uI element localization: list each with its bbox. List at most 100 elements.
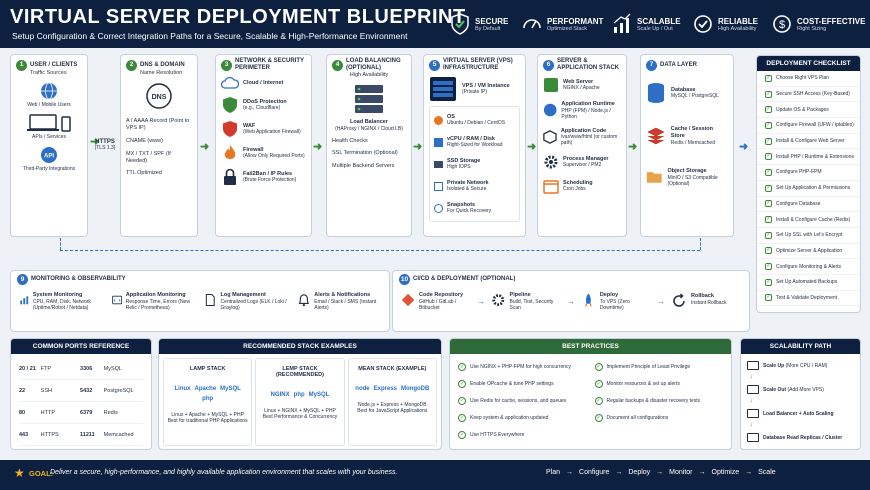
arrow-right-icon: ➜	[413, 141, 423, 153]
logo-mysql: MySQL	[308, 392, 330, 398]
dns-title: DNS & DOMAIN	[140, 61, 185, 68]
checkbox-icon: ✓	[765, 184, 772, 192]
svg-text:DNS: DNS	[152, 94, 167, 101]
server-step-icon	[747, 409, 759, 418]
arrow-right-icon: →	[615, 469, 623, 476]
checkbox-icon: ✓	[765, 278, 772, 286]
data-layer-title: DATA LAYER	[660, 61, 698, 68]
document-icon	[205, 294, 215, 306]
best-practice-item: ✓Use NGINX + PHP-FPM for high concurrenc…	[458, 362, 572, 371]
checklist-item: ✓Configure Database	[757, 197, 860, 213]
checkbox-icon: ✓	[765, 200, 772, 208]
logo-php: php	[293, 392, 305, 398]
checklist-item: ✓Update OS & Packages	[757, 102, 860, 119]
cloud-icon	[221, 76, 239, 89]
best-practice-item: ✓Keep system & application updated	[458, 413, 549, 422]
checkbox-icon: ✓	[765, 106, 772, 114]
feedback-connector	[60, 250, 700, 251]
logo-linux: Linux	[174, 386, 191, 392]
checklist-item: ✓Install PHP / Runtime & Extensions	[757, 149, 860, 166]
ssd-icon	[434, 160, 443, 168]
arrow-right-icon: ➜	[90, 136, 100, 148]
check-icon: ✓	[594, 362, 603, 371]
logo-nginx: NGINX	[270, 392, 290, 398]
arrow-right-icon: ➜	[313, 141, 323, 153]
logo-apache: Apache	[194, 386, 217, 392]
cicd-title: CI/CD & DEPLOYMENT (OPTIONAL)	[413, 276, 516, 283]
chart-icon	[20, 296, 29, 305]
snapshot-icon	[434, 203, 443, 213]
best-practice-item: ✓Regular backups & disaster recovery tes…	[594, 396, 701, 405]
server-step-icon	[747, 385, 759, 394]
os-icon	[434, 115, 443, 125]
git-icon	[401, 293, 415, 307]
scalability-step: Scale Up (More CPU / RAM)	[747, 357, 854, 374]
logo-express: Express	[373, 386, 397, 392]
check-icon: ✓	[458, 362, 466, 371]
api-cloud-icon: API	[41, 147, 57, 163]
network-security-title: NETWORK & SECURITY PERIMETER	[235, 58, 304, 71]
deployment-flow: Plan→Configure→Deploy→Monitor→Optimize→S…	[546, 469, 776, 476]
web-server-icon	[544, 78, 558, 92]
arrow-right-icon: ➜	[628, 141, 638, 153]
vps-title: VIRTUAL SERVER (VPS) INFRASTRUCTURE	[443, 58, 513, 71]
runtime-icon	[543, 104, 557, 117]
shield-check-icon	[451, 13, 469, 35]
arrow-right-icon: →	[567, 296, 575, 306]
goal-label: GOAL:	[29, 469, 54, 478]
shield-icon	[223, 97, 237, 113]
best-practice-item: ✓Monitor resources & set up alerts	[594, 379, 680, 388]
best-practice-item: ✓Implement Principle of Least Privilege	[594, 362, 691, 371]
checkbox-icon: ✓	[765, 153, 772, 161]
logo-mysql: MySQL	[220, 386, 241, 392]
arrow-down-icon: ↓	[750, 374, 753, 380]
redis-cache-icon	[647, 127, 665, 145]
checklist-item: ✓Install & Configure Cache (Redis)	[757, 212, 860, 228]
svg-text:$: $	[779, 19, 785, 31]
flow-step: Optimize	[711, 469, 740, 476]
server-step-icon	[747, 433, 759, 442]
check-icon: ✓	[458, 430, 466, 439]
checklist-item: ✓Configure Monitoring & Alerts	[757, 259, 860, 275]
checkbox-icon: ✓	[765, 74, 772, 82]
flow-step: Plan	[546, 469, 561, 476]
network-icon	[434, 181, 443, 191]
lock-icon	[224, 168, 236, 185]
growth-icon	[613, 13, 631, 33]
flow-step: Monitor	[669, 469, 693, 476]
app-stack-title: SERVER & APPLICATION STACK	[557, 58, 620, 71]
arrow-right-icon: ➜	[200, 141, 210, 153]
checklist-item: ✓Configure Firewall (UFW / iptables)	[757, 118, 860, 134]
database-icon	[648, 83, 664, 103]
checklist-item: ✓Optimize Server & Application	[757, 244, 860, 260]
checkbox-icon: ✓	[765, 231, 772, 239]
star-icon: ★	[14, 466, 25, 480]
check-icon: ✓	[458, 396, 466, 405]
folder-storage-icon	[646, 172, 662, 184]
code-window-icon	[111, 295, 122, 305]
checklist-item: ✓Install & Configure Web Server	[757, 134, 860, 150]
arrow-right-icon: →	[656, 469, 664, 476]
rocket-icon	[585, 293, 592, 307]
checkbox-icon: ✓	[765, 90, 772, 98]
coin-icon: $	[773, 15, 791, 33]
code-cube-icon	[543, 130, 557, 144]
checkbox-icon: ✓	[765, 263, 772, 271]
best-practice-item: ✓Use Redis for cache, sessions, and queu…	[458, 396, 567, 405]
goal-text: Deliver a secure, high-performance, and …	[50, 469, 398, 476]
arrow-right-icon: ➜	[739, 141, 749, 153]
logo-mongodb: MongoDB	[401, 386, 430, 392]
scalability-path: SCALABILITY PATH Scale Up (More CPU / RA…	[740, 338, 861, 450]
waf-shield-icon	[223, 121, 237, 137]
